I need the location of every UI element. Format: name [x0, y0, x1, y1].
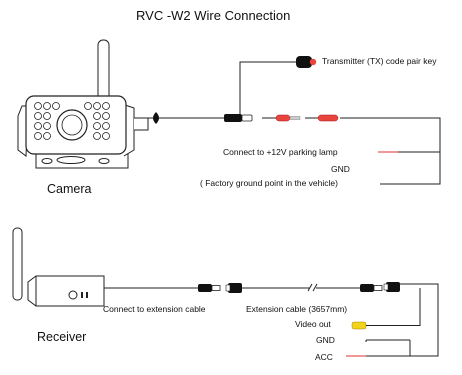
camera-harness — [148, 61, 441, 185]
extension-plug-left-tip — [225, 284, 231, 292]
tx-key — [296, 56, 312, 68]
extension-plug-left — [228, 283, 242, 293]
receiver-plug — [198, 284, 212, 292]
red-terminal-male — [275, 114, 291, 122]
tx-branch-wire — [239, 61, 296, 116]
extension-plug-right-sleeve — [373, 285, 383, 291]
ground-lead — [340, 117, 441, 185]
extension-cable-label: Extension cable (3657mm) — [246, 304, 348, 314]
diagram-title: RVC -W2 Wire Connection — [136, 8, 291, 23]
receiver-illustration — [12, 227, 105, 307]
extension-plug-right — [360, 284, 374, 292]
harness-plug — [386, 282, 400, 292]
receiver-plug-sleeve — [211, 285, 221, 291]
parking-lamp-label: Connect to +12V parking lamp — [223, 147, 338, 157]
connect-extension-label: Connect to extension cable — [103, 304, 206, 314]
ground-note-label: ( Factory ground point in the vehicle) — [200, 178, 338, 188]
receiver-body — [27, 275, 105, 307]
receiver-button-1 — [81, 292, 83, 298]
camera-illustration — [17, 39, 149, 169]
camera-lens-inner — [61, 114, 83, 136]
video-out-lead — [366, 288, 421, 326]
receiver-harness — [104, 283, 439, 357]
inline-grommet — [153, 112, 159, 124]
camera-cable-gland — [134, 117, 149, 131]
receiver-antenna — [12, 227, 23, 301]
acc-label: ACC — [315, 352, 333, 362]
mount-slot — [56, 156, 86, 164]
tx-key-label: Transmitter (TX) code pair key — [322, 56, 437, 66]
gnd-label-receiver: GND — [316, 335, 335, 345]
camera-lens — [56, 109, 88, 141]
harness-plug-tip — [383, 283, 389, 291]
receiver-label: Receiver — [37, 330, 87, 344]
mount-hole-right — [98, 158, 110, 164]
camera-label: Camera — [47, 182, 92, 196]
receiver-status-led — [68, 290, 78, 300]
mount-hole-left — [41, 158, 53, 164]
ir-led-array — [34, 102, 110, 140]
red-terminal-female — [317, 114, 339, 122]
acc-lead — [366, 283, 439, 357]
red-terminal-pin — [289, 116, 301, 120]
video-out-label: Video out — [295, 319, 331, 329]
camera-main-plug — [224, 114, 242, 122]
receiver-button-2 — [86, 292, 88, 298]
tx-key-led — [309, 58, 317, 66]
camera-plug-sleeve — [241, 114, 253, 122]
cable-break-mark — [307, 283, 318, 292]
gnd-label-camera: GND — [331, 164, 350, 174]
camera-antenna — [97, 39, 110, 105]
video-out-rca — [351, 321, 367, 330]
